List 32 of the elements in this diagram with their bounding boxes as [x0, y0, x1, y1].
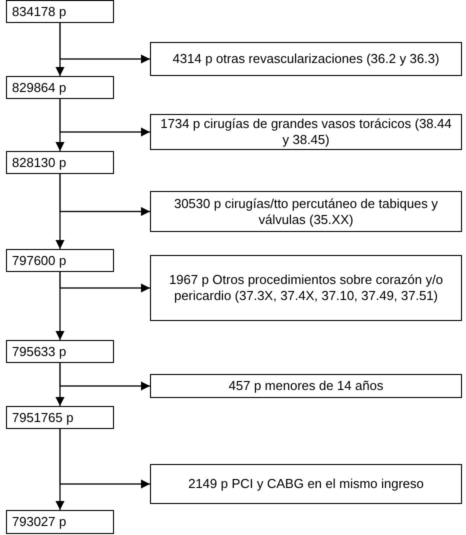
- box-text: 30530 p cirugías/tto percutáneo de tabiques y válvulas (35.XX): [173, 196, 439, 228]
- exclusion-box: [150, 374, 462, 398]
- count-box: [6, 510, 114, 534]
- count-box: [6, 151, 114, 174]
- arrow: [59, 272, 150, 292]
- box-text: 4314 p otras revascularizaciones (36.2 y 36.3): [172, 51, 440, 67]
- exclusion-box: [150, 42, 462, 76]
- arrow: [59, 429, 150, 488]
- box-text: 829864 p: [12, 80, 66, 96]
- arrow: [59, 99, 150, 136]
- arrow: [59, 174, 150, 216]
- box-text: 1967 p Otros procedimientos sobre corazón y/o pericardio (37.3X, 37.4X, 37.10, 37.49, 37.51): [168, 272, 444, 304]
- box-text: 795633 p: [12, 344, 66, 360]
- box-text: 797600 p: [12, 252, 66, 268]
- count-box: [6, 340, 114, 363]
- box-text: 828130 p: [12, 154, 66, 170]
- count-box: [6, 0, 114, 23]
- count-box: [6, 76, 114, 99]
- box-text: 1734 p cirugías de grandes vasos torácicos (38.44 y 38.45): [159, 116, 453, 148]
- count-box: [6, 249, 114, 272]
- box-text: 793027 p: [12, 514, 66, 530]
- box-text: 457 p menores de 14 años: [228, 378, 384, 394]
- exclusion-box: [150, 191, 462, 232]
- box-text: 7951765 p: [12, 410, 74, 426]
- box-text: 2149 p PCI y CABG en el mismo ingreso: [188, 476, 424, 492]
- box-text: 834178 p: [12, 4, 66, 20]
- arrow: [59, 363, 150, 390]
- count-box: [6, 406, 114, 429]
- exclusion-box: [150, 464, 462, 504]
- exclusion-box: [150, 255, 462, 321]
- arrow: [59, 23, 150, 64]
- exclusion-box: [150, 114, 462, 150]
